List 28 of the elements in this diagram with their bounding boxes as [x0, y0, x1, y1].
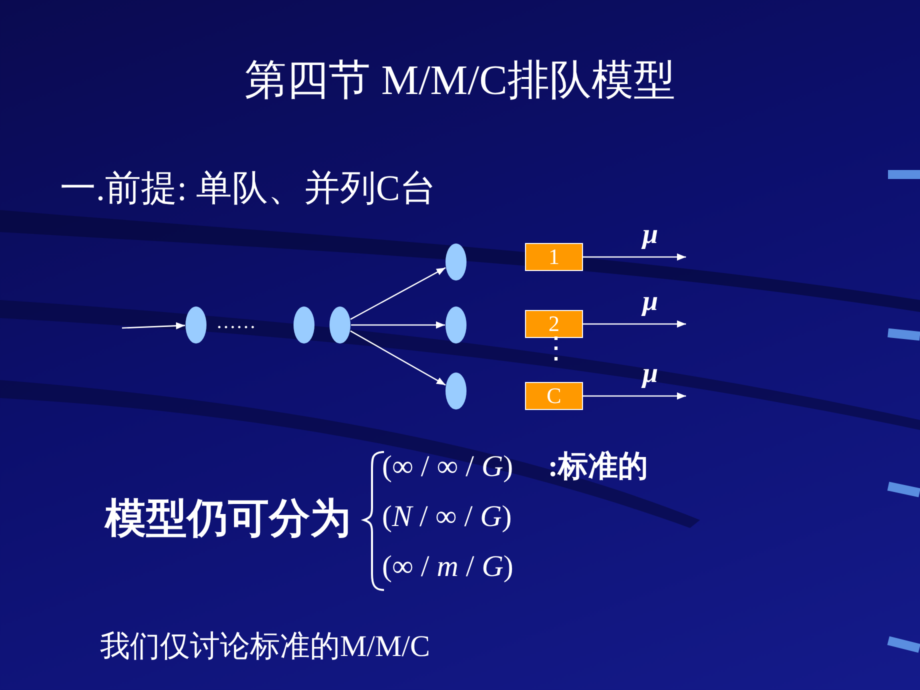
- formula: (∞ / m / G): [382, 552, 514, 582]
- formula: (∞ / ∞ / G): [382, 452, 514, 482]
- edge-label: μ: [642, 221, 658, 249]
- arrow: [350, 267, 446, 320]
- formula: (N / ∞ / G): [382, 502, 512, 532]
- arrow: [583, 320, 686, 328]
- arrow: [351, 321, 445, 329]
- queue-ellipse: [329, 306, 351, 344]
- conclusion-text: 我们仅讨论标准的M/M/C: [100, 632, 430, 662]
- queue-ellipse: [185, 306, 207, 344]
- server-box: 2: [525, 310, 583, 338]
- ellipsis-dots: ……: [216, 312, 256, 332]
- queue-ellipse: [445, 306, 467, 344]
- queue-ellipse: [293, 306, 315, 344]
- arrow: [583, 392, 686, 400]
- queue-ellipse: [445, 372, 467, 410]
- queue-ellipse: [445, 243, 467, 281]
- title: 第四节 M/M/C排队模型: [244, 60, 676, 102]
- arrow: [583, 253, 686, 261]
- arrow: [350, 330, 446, 386]
- section-heading: 一.前提: 单队、并列C台: [60, 170, 436, 206]
- arrow: [122, 322, 186, 330]
- standard-label: :标准的: [548, 452, 648, 482]
- edge-label: μ: [642, 360, 658, 388]
- server-box: C: [525, 382, 583, 410]
- model-classification-text: 模型仍可分为: [105, 498, 351, 539]
- server-box: 1: [525, 243, 583, 271]
- edge-label: μ: [642, 288, 658, 316]
